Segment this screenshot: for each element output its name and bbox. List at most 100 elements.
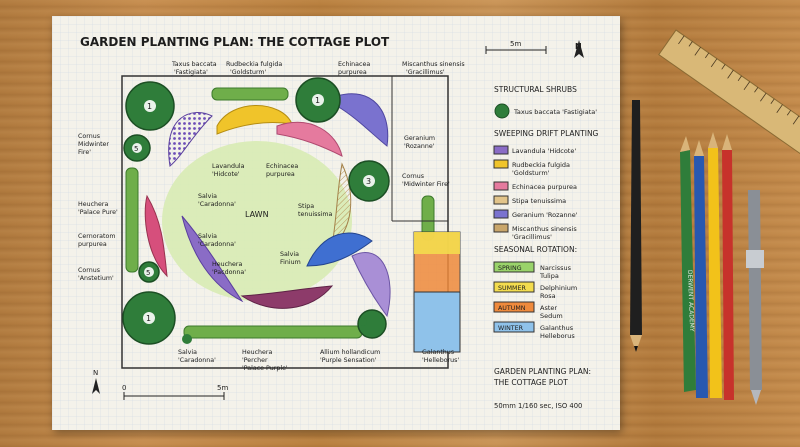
red-pencil xyxy=(722,150,734,400)
drift-legend-swatch xyxy=(493,195,509,205)
drift-legend-label: Rudbeckia fulgida xyxy=(512,161,570,169)
season-tag: SPRING xyxy=(498,265,522,272)
plan-label: Cornus'Midwinter Fire' xyxy=(402,173,450,188)
drift-legend-label: Echinacea purpurea xyxy=(512,183,577,191)
plan-label: Allium hollandicum'Purple Sensation' xyxy=(320,349,380,364)
season-plant: Rosa xyxy=(540,292,556,300)
drift-legend-label: 'Gracillimus' xyxy=(512,233,552,241)
pencil-brand-text: DERWENT ACADEMY xyxy=(686,270,695,332)
green-pencil xyxy=(680,150,696,392)
drift-legend-label: 'Goldsturm' xyxy=(512,169,550,177)
drift-legend-label: Miscanthus sinensis xyxy=(512,225,577,233)
season-plant: Delphinium xyxy=(540,284,577,292)
west-hedge xyxy=(125,167,139,273)
season-legend-swatch xyxy=(493,261,535,273)
season-legend-swatch xyxy=(493,321,535,333)
cornus-shrub xyxy=(357,309,387,339)
plan-label: Taxus baccata'Fastigiata' xyxy=(171,61,217,76)
legend-exif: 50mm 1/160 sec, ISO 400 xyxy=(494,402,582,410)
season-plant: Tulipa xyxy=(539,272,559,280)
season-legend-swatch xyxy=(493,301,535,313)
plan-label: Salvia'Caradonna' xyxy=(178,349,216,364)
allium-drift xyxy=(351,252,391,318)
season-plant: Sedum xyxy=(540,312,563,320)
plan-title: GARDEN PLANTING PLAN: THE COTTAGE PLOT xyxy=(80,35,390,49)
plan-label: Galanthus'Helleborus' xyxy=(422,349,459,364)
drift-legend-swatch xyxy=(493,159,509,169)
drift-legend-swatch xyxy=(493,209,509,219)
circle-number: 5 xyxy=(134,145,138,153)
lawn-label: LAWN xyxy=(245,210,269,219)
black-pencil xyxy=(630,100,642,335)
circle-number: 3 xyxy=(366,177,371,186)
ruler xyxy=(658,29,800,176)
drift-legend-list: Lavandula 'Hidcote' Rudbeckia fulgida'Gol… xyxy=(493,145,578,241)
top-scale-label: 5m xyxy=(510,40,521,48)
mechanical-pencil xyxy=(748,190,762,390)
bottom-north-arrow-icon xyxy=(92,378,100,394)
salvia-drift xyxy=(181,215,244,303)
blue-pencil xyxy=(694,156,708,398)
planting-plan-drawing: GARDEN PLANTING PLAN: THE COTTAGE PLOT 5… xyxy=(52,16,620,430)
season-plant: Helleborus xyxy=(540,332,575,340)
circle-number: 5 xyxy=(146,269,150,277)
heuchera-drift xyxy=(144,194,168,278)
drift-legend-swatch xyxy=(493,181,509,191)
plan-label: Geranium'Rozanne' xyxy=(404,135,435,150)
season-plant: Narcissus xyxy=(540,264,572,272)
north-hedge xyxy=(211,87,289,101)
north-letter: N xyxy=(575,42,582,51)
season-plant: Aster xyxy=(540,304,557,312)
yellow-pencil xyxy=(708,148,722,398)
drift-legend-swatch xyxy=(493,223,509,233)
drift-legend-label: Lavandula 'Hidcote' xyxy=(512,147,576,155)
season-plant: Galanthus xyxy=(540,324,574,332)
pencils: DERWENT ACADEMY xyxy=(630,100,764,405)
lawn-area xyxy=(162,141,352,301)
drift-legend-swatch xyxy=(493,145,509,155)
svg-text:GARDEN PLANTING PLAN:THE COTTA: GARDEN PLANTING PLAN:THE COTTAGE PLOT xyxy=(493,367,591,387)
season-tag: SUMMER xyxy=(498,285,526,292)
plan-label: Cornus'Anstetium' xyxy=(78,267,114,282)
plan-label: Miscanthus sinensis'Gracillimus' xyxy=(402,61,465,76)
legend-drift-title: SWEEPING DRIFT PLANTING xyxy=(494,129,599,138)
legend-structural-item: Taxus baccata 'Fastigiata' xyxy=(513,108,597,116)
scale-zero: 0 xyxy=(122,384,126,392)
circle-number: 1 xyxy=(147,102,152,111)
plan-label: Rudbeckia fulgida'Goldsturm' xyxy=(226,61,282,76)
lavandula-drift xyxy=(168,112,213,167)
plan-label: Salvia'Caradonna' xyxy=(198,193,236,208)
planting-plan-sheet: GARDEN PLANTING PLAN: THE COTTAGE PLOT 5… xyxy=(52,16,620,430)
bottom-north-letter: N xyxy=(93,369,98,377)
legend-seasonal-title: SEASONAL ROTATION: xyxy=(494,245,577,254)
season-legend-swatch xyxy=(493,281,535,293)
plan-label: Heuchera'Palace Pure' xyxy=(78,201,118,216)
geranium-drift xyxy=(336,93,389,147)
plan-label: Heuchera'Pacdonna' xyxy=(212,261,246,276)
legend-structural-title: STRUCTURAL SHRUBS xyxy=(494,85,577,94)
legend: STRUCTURAL SHRUBS Taxus baccata 'Fastigi… xyxy=(493,85,599,410)
drift-legend-label: Stipa tenuissima xyxy=(512,197,566,205)
plan-label: Heuchera'Percher'Palace Purple' xyxy=(242,349,288,372)
plan-label: Salvia'Caradonna' xyxy=(198,233,236,248)
heuchera-purple-drift xyxy=(240,285,334,309)
circle-number: 1 xyxy=(315,96,320,105)
legend-shrub-swatch xyxy=(494,103,510,119)
legend-footer-title: GARDEN PLANTING PLAN: xyxy=(494,367,591,376)
plan-label: Lavandula'Hidcote' xyxy=(212,163,245,178)
scale-five: 5m xyxy=(217,384,228,392)
seasonal-bed-winter xyxy=(413,291,461,353)
drift-legend-label: Geranium 'Rozanne' xyxy=(512,211,578,219)
season-tag: WINTER xyxy=(498,325,524,332)
season-tag: AUTUMN xyxy=(498,305,526,312)
echinacea-drift xyxy=(276,121,343,157)
south-hedge xyxy=(183,325,363,339)
plan-labels: Taxus baccata'Fastigiata' Rudbeckia fulg… xyxy=(78,61,465,372)
